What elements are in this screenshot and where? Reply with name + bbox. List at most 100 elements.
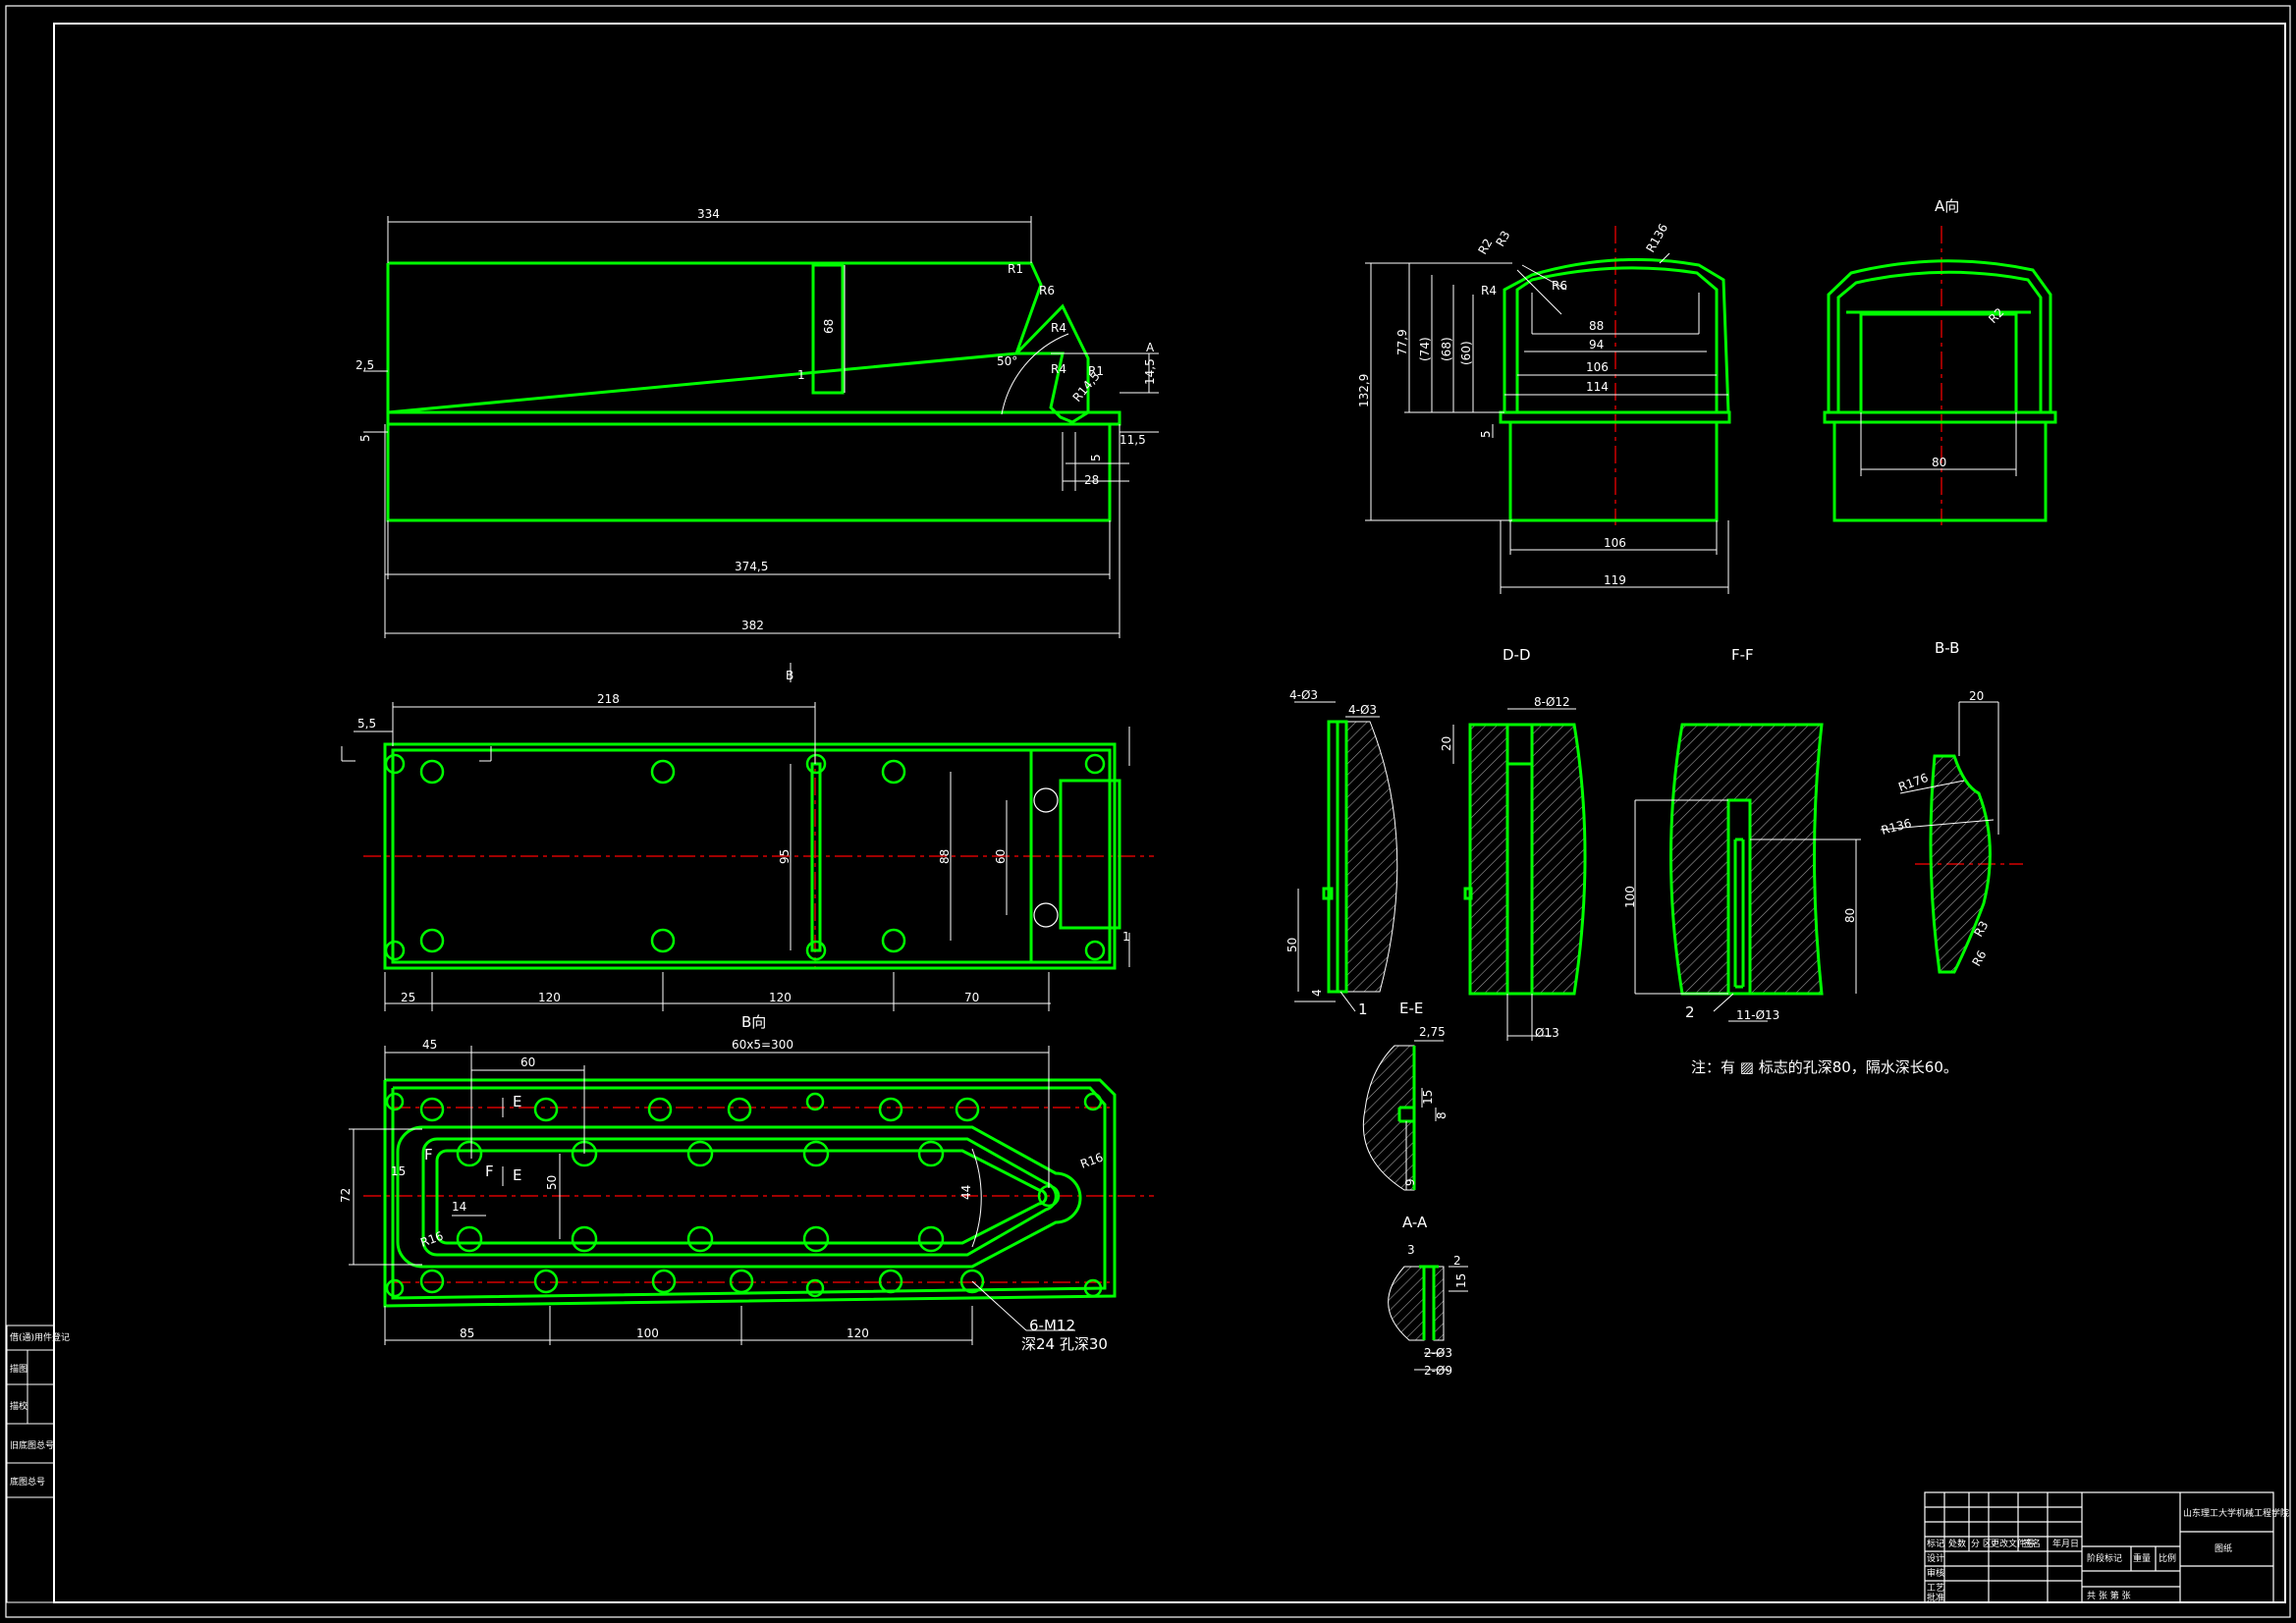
tb-row-1: 审核 (1927, 1567, 1944, 1579)
dim-r2: R2 (1986, 305, 2006, 326)
dim-4: 4 (1310, 989, 1324, 997)
side-view: R136 R2 R3 R6 R4 88 94 106 114 132,9 77,… (1357, 221, 1731, 594)
dim-2phi9: 2-Ø9 (1424, 1364, 1452, 1378)
dim-15: 15 (1421, 1090, 1435, 1105)
dim-r16: R16 (1078, 1151, 1105, 1171)
dim-b-mark: B (786, 669, 793, 682)
view-b-label: B向 (741, 1013, 766, 1031)
dim-120b: 120 (769, 991, 792, 1004)
dim-25: 25 (401, 991, 415, 1004)
label-1: 1 (1358, 1001, 1368, 1018)
tb-header-4: 签名 (2023, 1538, 2041, 1549)
dim-94: 94 (1589, 338, 1604, 352)
section-aa-title: A-A (1402, 1214, 1428, 1231)
dim-95: 95 (778, 849, 792, 864)
strip-label-3: 旧底图总号 (10, 1439, 54, 1451)
front-view: 334 68 R1 R6 R4 R4 R14,5 50° R1 A 14,5 2… (355, 207, 1159, 638)
dim-3: 3 (1407, 1243, 1415, 1257)
title-block (1924, 1491, 2274, 1603)
dim-120: 120 (847, 1326, 869, 1340)
dim-218: 218 (597, 692, 620, 706)
section-mark-f: F (424, 1146, 433, 1163)
dim-77-9: 77,9 (1395, 329, 1409, 355)
title-drawing-name: 图纸 (2214, 1542, 2232, 1554)
left-registration-strip (6, 1325, 55, 1603)
section-mark-fb: F (485, 1163, 494, 1180)
dim-80: 80 (1932, 456, 1946, 469)
tb-row-2: 工艺 (1927, 1583, 1944, 1594)
dim-r1b: R1 (1088, 364, 1104, 378)
hole-depth: 深24 孔深30 (1021, 1335, 1108, 1353)
dim-20: 20 (1969, 689, 1984, 703)
dim-8: 8 (1435, 1111, 1449, 1119)
tb-header-3: 更改文件号 (1991, 1538, 2035, 1549)
section-dd: D-D 20 8-Ø12 Ø13 (1440, 646, 1587, 1041)
strip-label-4: 底图总号 (10, 1476, 45, 1488)
label-2: 2 (1685, 1003, 1695, 1021)
dim-72: 72 (339, 1188, 353, 1203)
tb-sheet: 共 张 第 张 (2087, 1590, 2131, 1601)
dim-114: 114 (1586, 380, 1609, 394)
dim-20: 20 (1440, 736, 1453, 751)
dim-80: 80 (1843, 908, 1857, 923)
dim-phi13: Ø13 (1535, 1026, 1559, 1040)
dim-100: 100 (1623, 886, 1637, 908)
tb-header-0: 标记 (1927, 1538, 1944, 1549)
dim-r6: R6 (1969, 948, 1989, 969)
dim-60: 60 (994, 849, 1008, 864)
section-aa: A-A 3 2 15 2-Ø3 2-Ø9 (1388, 1214, 1468, 1378)
dim-5b: 5 (1089, 454, 1103, 461)
strip-label-0: 借(通)用件登记 (10, 1331, 70, 1343)
dim-45: 45 (422, 1038, 437, 1052)
tb-weight: 重量 (2133, 1552, 2151, 1564)
dim-r1: R1 (1008, 262, 1023, 276)
dim-28: 28 (1084, 473, 1099, 487)
dim-2-75: 2,75 (1419, 1025, 1446, 1039)
dim-88: 88 (1589, 319, 1604, 333)
view-a-title: A向 (1935, 197, 1959, 215)
dim-100: 100 (636, 1326, 659, 1340)
dim-15: 15 (1454, 1273, 1468, 1288)
dim-1: 1 (1122, 930, 1130, 944)
dim-119: 119 (1604, 573, 1626, 587)
dim-5-5: 5,5 (357, 717, 376, 730)
strip-label-2: 描校 (10, 1400, 27, 1412)
dim-r4: R4 (1051, 321, 1066, 335)
section-ff: F-F 100 80 2 11-Ø13 (1623, 646, 1861, 1022)
dim-11-5: 11,5 (1120, 433, 1146, 447)
section-ee: E-E 2,75 15 8 9 (1362, 1000, 1449, 1191)
dim-r6: R6 (1552, 279, 1567, 293)
dim-2: 2 (1453, 1254, 1461, 1268)
dim-4phi3b: 4-Ø3 (1348, 703, 1377, 717)
dim-60: (60) (1459, 341, 1473, 365)
tb-scale: 比例 (2159, 1552, 2176, 1564)
dim-70: 70 (964, 991, 979, 1004)
dim-74: (74) (1418, 337, 1432, 361)
section-bb: B-B 20 R176 R136 R3 R6 (1880, 639, 2023, 974)
dim-r136: R136 (1643, 221, 1670, 254)
section-bb-title: B-B (1935, 639, 1959, 657)
dim-2phi3: 2-Ø3 (1424, 1346, 1452, 1360)
dim-11phi13: 11-Ø13 (1736, 1008, 1779, 1022)
dim-15: 15 (391, 1164, 406, 1178)
dim-68: 68 (822, 319, 836, 334)
dim-132-9: 132,9 (1357, 374, 1371, 407)
dim-r136: R136 (1880, 816, 1913, 838)
tb-row-0: 设计 (1927, 1552, 1944, 1564)
dim-r3: R3 (1971, 919, 1991, 940)
dim-60: 60 (520, 1055, 535, 1069)
dim-14-5: 14,5 (1143, 358, 1157, 385)
section-dd-partial: 4-Ø3 4-Ø3 50 4 1 (1285, 688, 1398, 1018)
dim-382: 382 (741, 619, 764, 632)
section-ee-title: E-E (1399, 1000, 1423, 1017)
dim-88: 88 (938, 849, 952, 864)
dim-5: 5 (358, 434, 372, 442)
sheet-border (5, 5, 2291, 1618)
view-a: A向 80 R2 (1823, 197, 2057, 525)
tb-stage: 阶段标记 (2087, 1552, 2122, 1564)
hole-spec: 6-M12 (1029, 1317, 1075, 1334)
dim-r4b: R4 (1051, 362, 1066, 376)
dim-374-5: 374,5 (735, 560, 768, 573)
title-school: 山东理工大学机械工程学院 (2183, 1507, 2289, 1519)
dim-1: 1 (797, 368, 805, 382)
